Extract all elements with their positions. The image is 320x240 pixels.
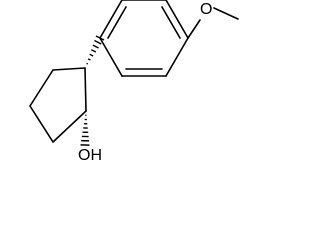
wedge-hash-line bbox=[92, 44, 99, 49]
ring-bond-c3-c4 bbox=[29, 105, 54, 143]
cyclopentane-ring bbox=[29, 67, 87, 143]
benzene-ring bbox=[99, 0, 189, 77]
wedge-hash-line bbox=[86, 62, 89, 65]
wedge-hash-line bbox=[89, 53, 94, 57]
hydroxyl-label: OH bbox=[78, 147, 102, 164]
ring-bond-c5-c1 bbox=[84, 67, 87, 112]
ring-bond-c2-c3 bbox=[29, 69, 54, 107]
wedge-hash-line bbox=[94, 39, 102, 45]
aryl-bond-4 bbox=[165, 0, 189, 39]
aryl-bond-3 bbox=[165, 37, 189, 77]
chemical-structure: O OH bbox=[29, 0, 239, 164]
bond-aryl-to-oxygen bbox=[187, 19, 201, 39]
aryl-bond-6 bbox=[99, 0, 123, 39]
bond-oxygen-to-methyl bbox=[213, 7, 239, 20]
methoxy-group: O bbox=[187, 1, 239, 39]
aryl-double-bond-b bbox=[161, 6, 181, 39]
hashed-wedge-bond-hydroxyl bbox=[80, 114, 90, 146]
ring-bond-c4-c5 bbox=[52, 110, 87, 143]
methoxy-oxygen-label: O bbox=[200, 1, 212, 18]
ring-bond-c1-c2 bbox=[52, 67, 86, 71]
aryl-double-bond-c bbox=[107, 6, 127, 39]
aryl-bond-1 bbox=[99, 37, 123, 77]
wedge-hash-line bbox=[90, 49, 97, 53]
wedge-hash-line bbox=[87, 58, 91, 61]
